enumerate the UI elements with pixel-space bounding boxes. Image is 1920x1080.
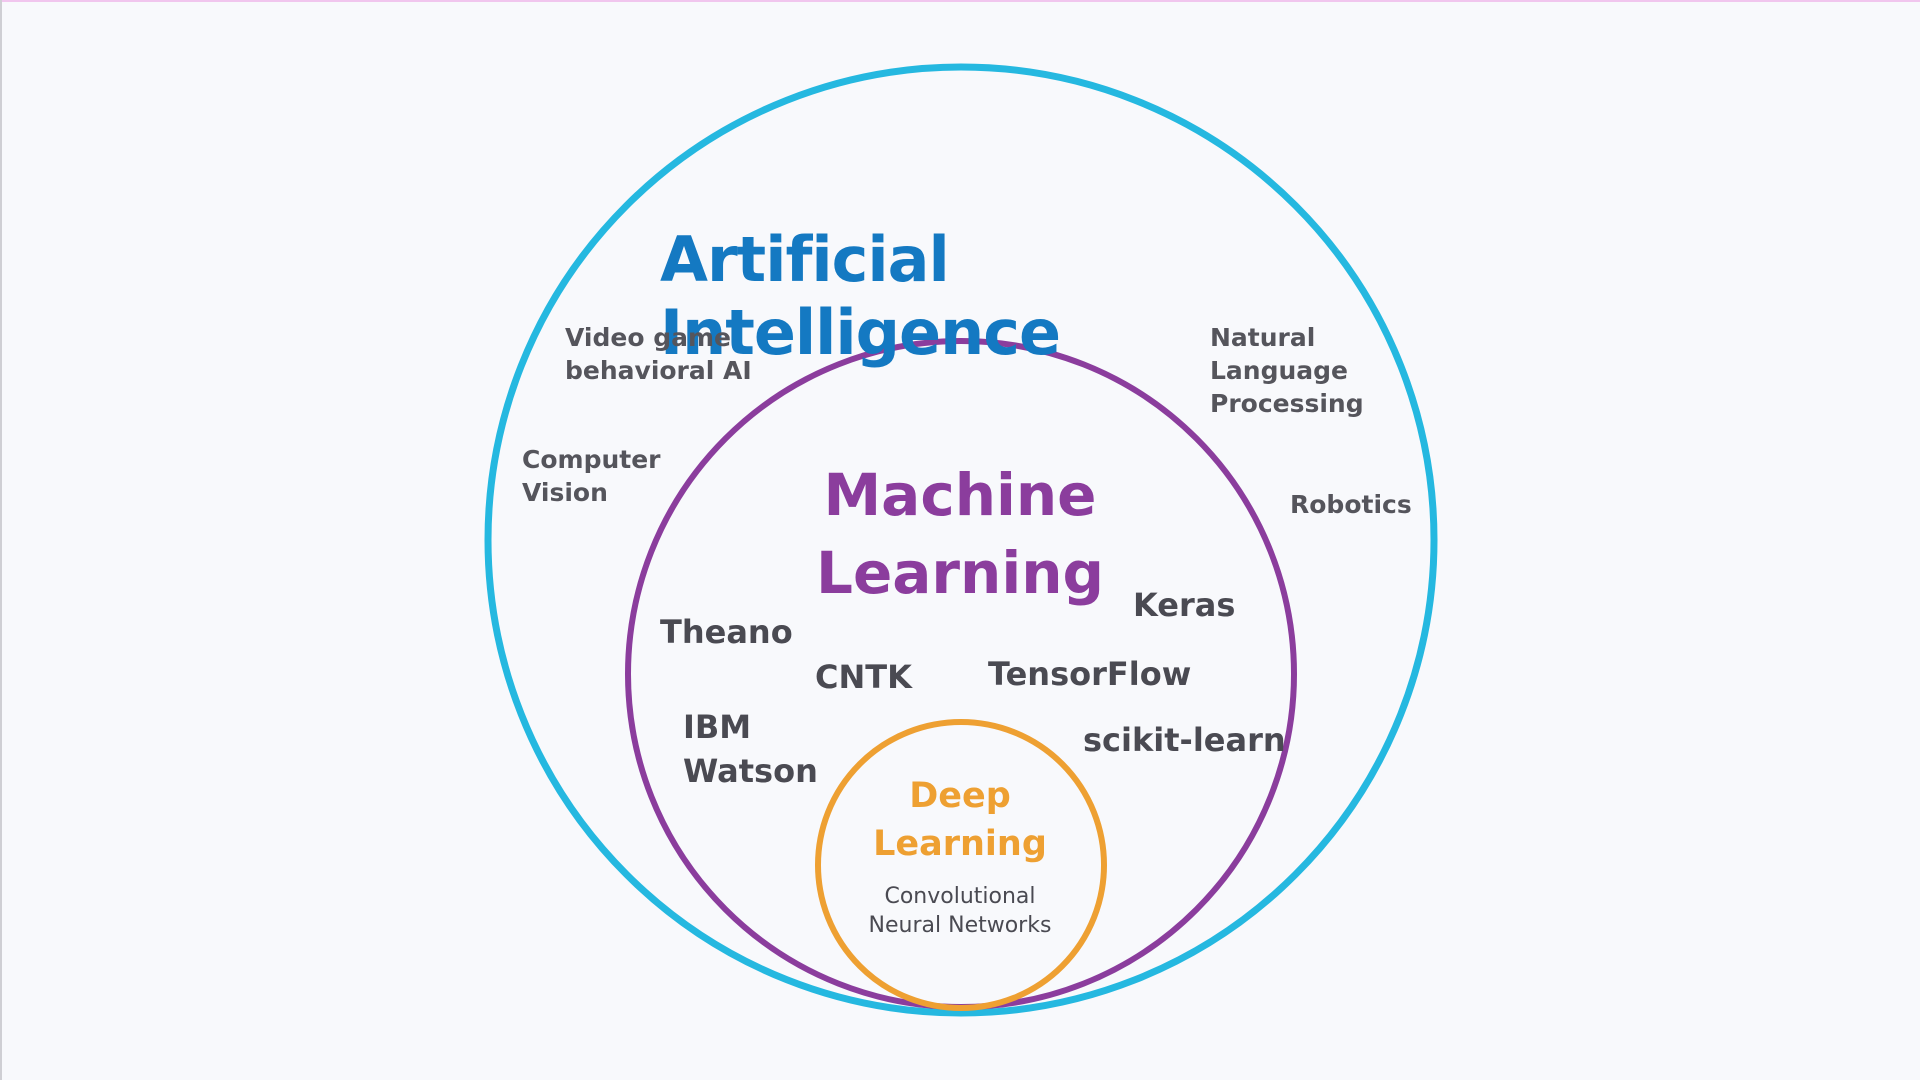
left-border xyxy=(0,0,2,1080)
ai-title: Artificial Intelligence xyxy=(660,223,1061,369)
ml-item-ibm-watson: IBM Watson xyxy=(683,708,818,790)
ai-item-video-game: Video game behavioral AI xyxy=(565,323,752,385)
ai-circle xyxy=(484,63,1438,1017)
ml-item-scikit-learn: scikit-learn xyxy=(1083,721,1286,759)
ml-item-keras: Keras xyxy=(1133,586,1236,624)
ai-item-robotics: Robotics xyxy=(1290,490,1412,519)
top-border xyxy=(0,0,1920,2)
ai-item-computer-vision: Computer Vision xyxy=(522,445,661,507)
ml-item-tensorflow: TensorFlow xyxy=(988,655,1192,693)
dl-circle xyxy=(815,719,1107,1011)
ml-item-cntk: CNTK xyxy=(815,658,912,696)
ml-item-theano: Theano xyxy=(660,613,793,651)
ai-item-nlp: Natural Language Processing xyxy=(1210,323,1364,418)
dl-subtitle: Convolutional Neural Networks xyxy=(868,884,1052,938)
dl-title: Deep Learning xyxy=(873,776,1047,864)
ml-title: Machine Learning xyxy=(815,461,1105,607)
